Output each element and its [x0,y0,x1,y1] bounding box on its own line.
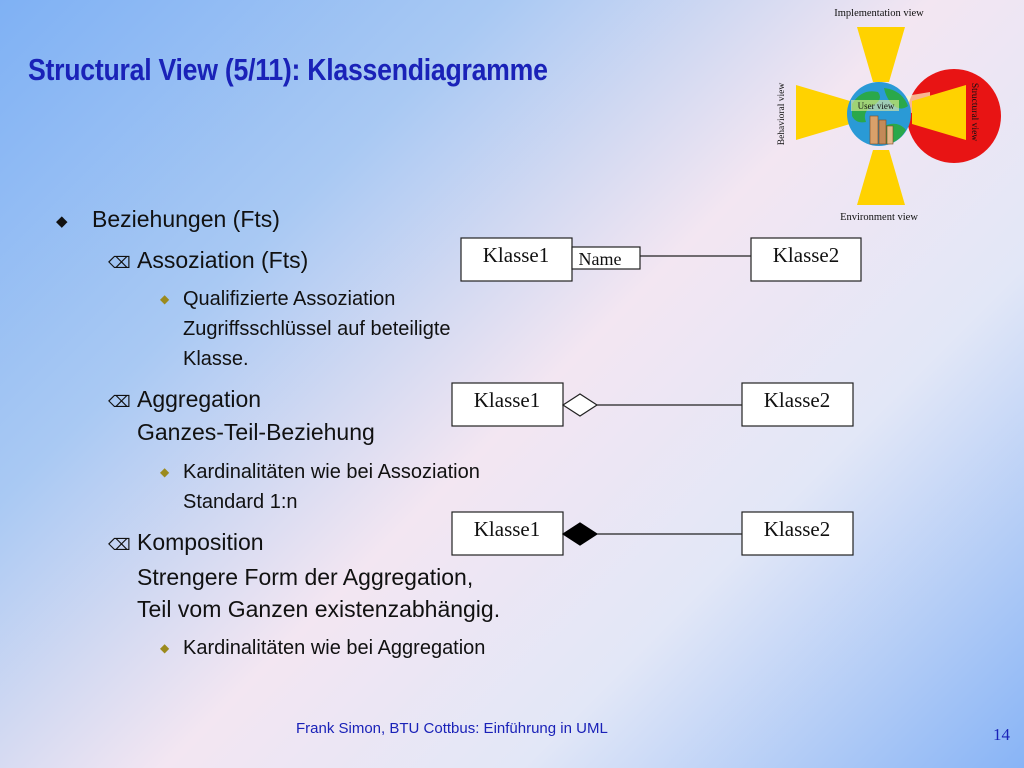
user-view-label: User view [858,101,895,111]
erase-key-icon: ⌫ [108,535,131,554]
bullet-assoziation: Assoziation (Fts) [137,247,309,273]
bullet-qualifizierte: Qualifizierte Assoziation [183,288,396,310]
environment-view-label: Environment view [840,212,918,223]
class-name-klasse1: Klasse1 [474,517,541,541]
globe-icon [847,82,911,146]
class-box-klasse1 [451,382,564,427]
globe-land [884,123,906,144]
class-box-klasse2 [750,237,862,282]
structural-view-label: Structural view [969,83,979,141]
bullet-beziehungen: Beziehungen (Fts) [92,206,280,232]
behavioral-view-label: Behavioral view [777,83,787,146]
structural-view-circle [907,69,1001,163]
erase-key-icon: ⌫ [108,392,131,411]
class-name-klasse2: Klasse2 [773,243,840,267]
building-icon [886,125,894,145]
building-icon [878,119,887,145]
page-number: 14 [993,725,1010,744]
structural-petal [912,85,966,140]
filled-diamond-icon [561,522,599,546]
class-box-klasse1 [460,237,573,282]
class-box-klasse1 [451,511,564,556]
bullet-komposition: Komposition [137,529,264,555]
behavioral-petal [796,85,850,140]
bullet-aggregation: Aggregation [137,386,262,412]
bullet-standard: Standard 1:n [183,491,298,513]
building-icon [869,115,879,145]
class-box-klasse2 [741,511,854,556]
small-diamond-icon: ◆ [160,641,170,655]
small-diamond-icon: ◆ [160,465,170,479]
association-diagram: Klasse1 Name Klasse2 [460,237,862,282]
small-diamond-icon: ◆ [160,292,170,306]
footer-text: Frank Simon, BTU Cottbus: Einführung in … [296,720,608,737]
class-name-klasse1: Klasse1 [483,243,550,267]
bullet-ganzes-teil: Ganzes-Teil-Beziehung [137,419,375,445]
implementation-petal [857,27,905,82]
qualifier-name: Name [579,249,622,269]
slide-title: Structural View (5/11): Klassendiagramme [28,52,548,87]
environment-petal [857,150,905,205]
class-name-klasse2: Klasse2 [764,517,831,541]
user-view-label-bg [851,100,899,111]
bullet-teil-vom-ganzen: Teil vom Ganzen existenzabhängig. [137,596,501,622]
bullet-klasse: Klasse. [183,348,249,370]
qualifier-box [571,246,641,270]
hollow-diamond-icon [561,393,599,417]
bullet-zugriff: Zugriffsschlüssel auf beteiligte [183,318,451,340]
diamond-icon: ◆ [56,212,68,230]
bullet-kardinalitaeten-assoz: Kardinalitäten wie bei Assoziation [183,461,480,483]
bullet-strengere: Strengere Form der Aggregation, [137,564,474,590]
globe-land [884,88,908,109]
globe-land [852,91,880,123]
structural-highlight [906,92,930,116]
class-name-klasse2: Klasse2 [764,388,831,412]
implementation-view-label: Implementation view [834,8,924,19]
erase-key-icon: ⌫ [108,253,131,272]
class-name-klasse1: Klasse1 [474,388,541,412]
bullet-kardinalitaeten-aggr: Kardinalitäten wie bei Aggregation [183,637,486,659]
aggregation-diagram: Klasse1 Klasse2 [451,382,854,427]
composition-diagram: Klasse1 Klasse2 [451,511,854,556]
class-box-klasse2 [741,382,854,427]
